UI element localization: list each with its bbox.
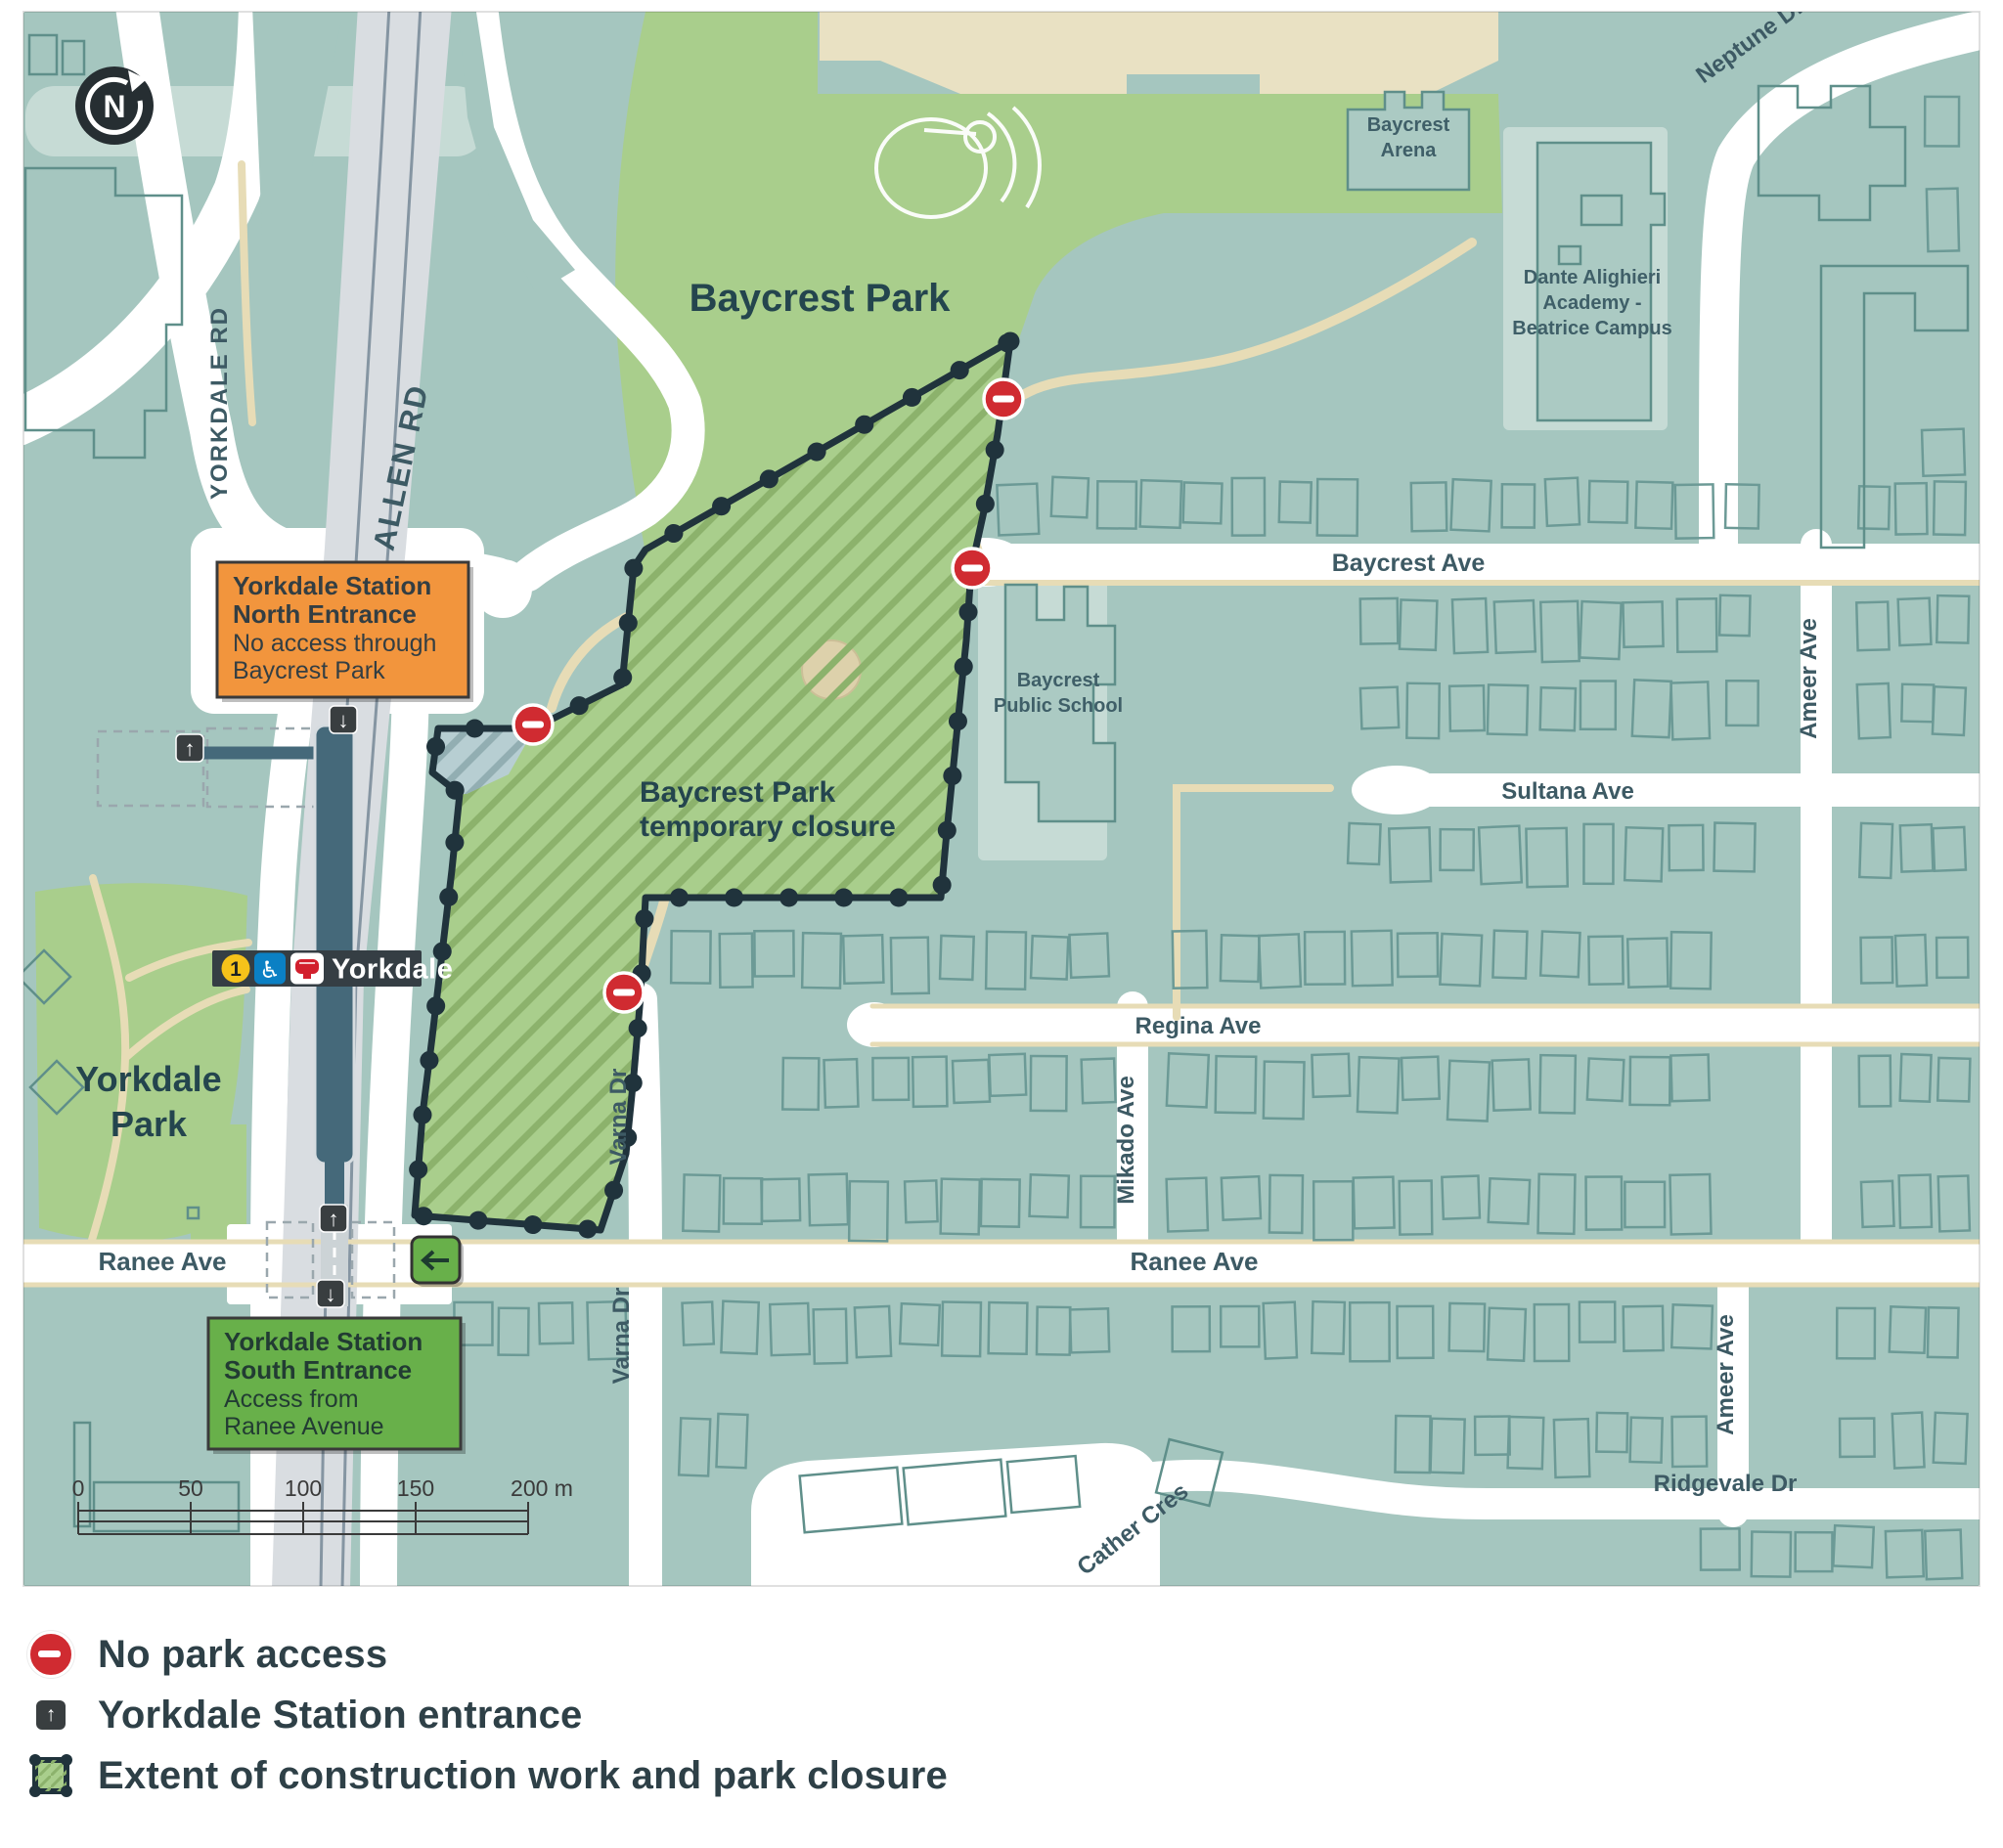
svg-text:No access through: No access through (233, 630, 436, 657)
yorkdale-station-structure: ↓ ↑ ↑ ↓ (96, 705, 396, 1308)
houses-layer (453, 95, 1972, 1581)
map-legend: No park access ↑ Yorkdale Station entran… (27, 1631, 948, 1799)
svg-text:South Entrance: South Entrance (224, 1355, 412, 1385)
svg-text:Baycrest: Baycrest (1017, 670, 1100, 691)
street-label: Baycrest Ave (1332, 550, 1486, 577)
street-label: Regina Ave (1135, 1013, 1262, 1039)
svg-text:↓: ↓ (326, 1282, 336, 1306)
legend-label: Yorkdale Station entrance (98, 1693, 583, 1737)
no-entry-icon (27, 1631, 74, 1678)
accessibility-icon: ♿ (259, 956, 281, 984)
street-label: Varna Dr (608, 1288, 635, 1385)
street-label: Sultana Ave (1501, 778, 1634, 805)
svg-text:Yorkdale Station: Yorkdale Station (233, 571, 431, 600)
no-entry-sign (602, 971, 645, 1014)
station-entrance-icon: ↓ (329, 705, 358, 734)
svg-text:Access from: Access from (224, 1386, 359, 1413)
svg-text:100: 100 (285, 1475, 322, 1501)
svg-text:Public School: Public School (994, 695, 1123, 717)
svg-text:Arena: Arena (1381, 140, 1438, 161)
svg-text:↑: ↑ (185, 736, 196, 761)
legend-item-closure-extent: Extent of construction work and park clo… (27, 1752, 948, 1799)
svg-text:200 m: 200 m (511, 1475, 573, 1501)
street-label: Ridgevale Dr (1654, 1471, 1798, 1497)
svg-text:Ranee Avenue: Ranee Avenue (224, 1413, 384, 1440)
no-entry-sign (512, 703, 555, 746)
street-label: Ranee Ave (98, 1247, 226, 1276)
scale-bar: 0 50 100 150 200 m (72, 1475, 573, 1535)
street-label: YORKDALE RD (206, 306, 233, 500)
park-closure-extent (404, 324, 1023, 1241)
svg-text:↑: ↑ (329, 1207, 339, 1231)
legend-item-station-entrance: ↑ Yorkdale Station entrance (27, 1692, 948, 1738)
svg-text:Yorkdale: Yorkdale (75, 1059, 221, 1099)
svg-text:Yorkdale Station: Yorkdale Station (224, 1327, 423, 1356)
svg-text:Baycrest Park: Baycrest Park (690, 277, 952, 320)
svg-text:Beatrice Campus: Beatrice Campus (1512, 318, 1671, 339)
buildings-layer (23, 33, 1970, 1534)
station-entrance-icon: ↑ (175, 733, 204, 763)
legend-item-no-park-access: No park access (27, 1631, 948, 1678)
street-label: Mikado Ave (1113, 1076, 1139, 1205)
svg-text:temporary closure: temporary closure (640, 811, 896, 843)
svg-text:↓: ↓ (338, 708, 349, 732)
svg-text:Baycrest Park: Baycrest Park (640, 776, 835, 809)
subway-line-1-icon: 1 (230, 958, 242, 981)
south-entrance-arrow-icon (410, 1235, 464, 1287)
legend-label: No park access (98, 1632, 388, 1676)
svg-text:Academy -: Academy - (1542, 292, 1641, 314)
svg-text:Park: Park (111, 1104, 188, 1144)
svg-text:50: 50 (178, 1475, 203, 1501)
station-name-label: Yorkdale (332, 954, 453, 986)
street-label: Varna Dr (605, 1069, 632, 1166)
station-entrance-icon: ↑ (27, 1692, 74, 1738)
station-entrance-icon: ↓ (316, 1279, 345, 1308)
street-label: Ameer Ave (1796, 618, 1822, 739)
yorkdale-station-badge: 1 ♿ Yorkdale (212, 950, 453, 987)
ttc-logo-icon (295, 959, 319, 979)
playground-doodle (874, 106, 1042, 219)
no-entry-sign (982, 377, 1025, 420)
svg-text:Dante Alighieri: Dante Alighieri (1524, 267, 1661, 288)
svg-text:150: 150 (397, 1475, 434, 1501)
svg-text:Baycrest Park: Baycrest Park (233, 657, 385, 684)
north-compass-icon: N (75, 66, 154, 145)
street-label: Ranee Ave (1130, 1247, 1258, 1276)
station-entrance-icon: ↑ (319, 1204, 348, 1233)
svg-text:0: 0 (72, 1475, 85, 1501)
park-title: Baycrest Park (690, 277, 952, 320)
closure-extent-icon (27, 1752, 74, 1799)
svg-text:N: N (103, 89, 125, 124)
svg-text:Baycrest: Baycrest (1367, 114, 1450, 136)
svg-text:North Entrance: North Entrance (233, 599, 417, 629)
street-label: Ameer Ave (1713, 1314, 1739, 1435)
legend-label: Extent of construction work and park clo… (98, 1753, 948, 1797)
no-entry-sign (951, 547, 994, 590)
